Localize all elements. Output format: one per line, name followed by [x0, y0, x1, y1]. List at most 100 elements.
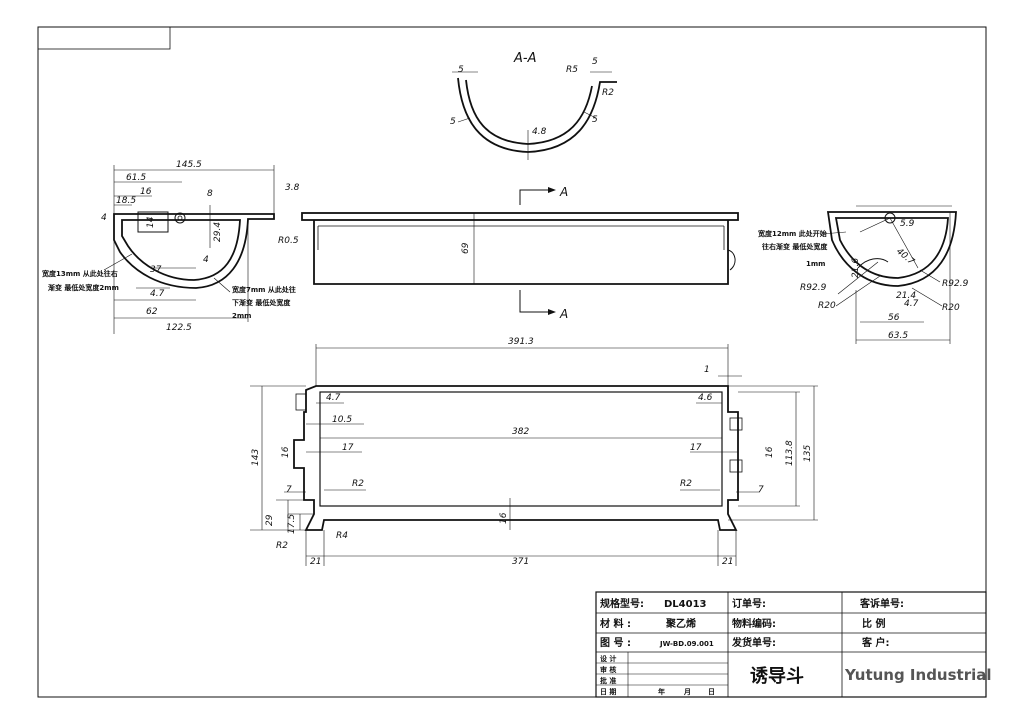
- dim-top-r2-right: R2: [680, 479, 692, 489]
- dim-rside-40-7: 40.7: [894, 247, 916, 268]
- dim-rside-r92-9-left: R92.9: [800, 283, 827, 293]
- top-inner-cavity: [319, 391, 723, 507]
- dim-rside-r20-left: R20: [818, 301, 836, 311]
- dim-side-18-5: 18.5: [116, 196, 136, 206]
- left-side-inner-profile: [121, 219, 241, 281]
- top-outer-outline: [293, 385, 739, 531]
- dim-side-122-5: 122.5: [166, 323, 192, 333]
- dim-top-29: 29: [265, 514, 275, 526]
- dim-top-135: 135: [803, 445, 813, 462]
- dim-aa-right-wall: 5: [592, 115, 598, 125]
- dim-side-8: 8: [207, 189, 213, 199]
- left-side-outer-profile: [113, 213, 275, 289]
- dim-side-r0-5: R0.5: [278, 236, 299, 246]
- note-left-2: 渐变 最低处宽度2mm: [48, 283, 119, 292]
- corner-label-box: [37, 26, 171, 50]
- section-mark-bottom: A: [559, 307, 568, 321]
- side-view-right: 5.9 40.7 21.6 R92.9 R20 21.4 4.7 R92.9 R…: [757, 205, 969, 344]
- note-right-1: 宽度12mm 此处开始: [757, 229, 827, 238]
- dim-front-height: 69: [461, 242, 471, 254]
- right-side-outer-profile: [826, 211, 957, 287]
- section-title: A-A: [513, 51, 536, 66]
- dim-aa-r5: R5: [566, 65, 578, 75]
- dim-side-16: 16: [140, 187, 152, 197]
- dim-top-r4: R4: [336, 531, 348, 541]
- dim-top-21-right: 21: [722, 557, 733, 567]
- section-view-aa: A-A 5 R5 5 R2 5 4.8 5: [450, 51, 617, 160]
- dim-side-4-top: 4: [101, 213, 107, 223]
- tb-year-label: 年: [658, 687, 665, 696]
- dim-top-17-right: 17: [690, 443, 702, 453]
- dim-top-382: 382: [512, 427, 529, 437]
- tb-day-label: 日: [708, 688, 715, 696]
- front-rim: [301, 212, 739, 221]
- dim-rside-21-6: 21.6: [851, 258, 861, 278]
- dim-top-17-left: 17: [342, 443, 354, 453]
- dim-rside-63-5: 63.5: [888, 331, 908, 341]
- tb-model-value: DL4013: [664, 599, 707, 610]
- dim-top-16-left: 16: [281, 446, 291, 458]
- dim-side-4-7: 4.7: [150, 289, 165, 299]
- dim-rside-r20-right: R20: [942, 303, 960, 313]
- note-right-2: 往右渐变 最低处宽度: [762, 242, 828, 251]
- dim-side-29-4: 29.4: [213, 222, 223, 242]
- dim-rside-56: 56: [888, 313, 900, 323]
- side-view-left: 145.5 61.5 16 18.5 8 3.8 4 14 29.4 R0.5 …: [41, 160, 300, 334]
- dim-side-61-5: 61.5: [126, 173, 146, 183]
- dim-top-4-7: 4.7: [326, 393, 341, 403]
- tb-complaint-label: 客诉单号:: [859, 597, 904, 610]
- dim-top-21-left: 21: [310, 557, 321, 567]
- dim-side-37: 37: [150, 265, 162, 275]
- title-block: 规格型号: DL4013 订单号: 客诉单号: 材 料 : 聚乙烯 物料编码: …: [595, 591, 992, 698]
- dim-aa-bottom: 4.8: [532, 127, 547, 137]
- note-left-4: 下渐变 最低处宽度: [232, 298, 291, 307]
- dim-rside-21-4: 21.4: [896, 291, 916, 301]
- tb-material-code-label: 物料编码:: [732, 617, 776, 630]
- tb-customer-label: 客 户:: [861, 636, 889, 649]
- dim-top-143: 143: [251, 449, 261, 466]
- note-left-1: 宽度13mm 从此处往右: [41, 269, 118, 278]
- tb-review-label: 审 核: [600, 665, 616, 674]
- tb-date-label: 日 期: [600, 687, 616, 696]
- tb-model-label: 规格型号:: [600, 597, 644, 610]
- tb-design-label: 设 计: [600, 654, 616, 663]
- note-right-1mm: 1mm: [806, 260, 825, 268]
- top-view: 391.3 1 4.7 4.6 10.5 382 17 17 16 16 113…: [250, 337, 818, 567]
- dim-top-r2-bottom: R2: [276, 541, 288, 551]
- dim-rside-r92-9-right: R92.9: [942, 279, 969, 289]
- tb-scale-label: 比 例: [862, 617, 885, 630]
- front-view: 69 A A: [301, 185, 739, 321]
- dim-top-391-3: 391.3: [508, 337, 534, 347]
- dim-side-4-mid: 4: [203, 255, 209, 265]
- section-mark-top: A: [559, 185, 568, 199]
- dim-top-r2-left: R2: [352, 479, 364, 489]
- tb-material-label: 材 料 :: [600, 617, 631, 630]
- pivot-hole: [174, 212, 186, 224]
- note-left-3: 宽度7mm 从此处往: [231, 285, 296, 294]
- dim-aa-left-wall: 5: [450, 117, 456, 127]
- note-left-5: 2mm: [232, 312, 251, 320]
- tb-month-label: 月: [683, 688, 691, 696]
- dim-aa-r2: R2: [602, 88, 614, 98]
- dim-side-14: 14: [146, 216, 156, 228]
- dim-top-371: 371: [512, 557, 529, 567]
- tb-company: Yutung Industrial: [844, 666, 992, 684]
- tb-drawing-no-value: JW-BD.09.001: [659, 640, 714, 648]
- dim-side-3-8: 3.8: [285, 183, 300, 193]
- tb-order-label: 订单号:: [732, 597, 766, 610]
- dim-aa-lip: 5: [592, 57, 598, 67]
- tb-shipping-label: 发货单号:: [731, 636, 776, 649]
- right-pivot-hole: [884, 212, 896, 224]
- dim-rside-5-9: 5.9: [900, 219, 915, 229]
- section-inner-profile: [465, 79, 593, 145]
- tb-drawing-no-label: 图 号 :: [600, 637, 631, 649]
- tb-part-name: 诱导斗: [750, 666, 804, 687]
- tb-material-value: 聚乙烯: [665, 617, 696, 630]
- front-body: [313, 220, 729, 285]
- right-side-inner-profile: [834, 217, 949, 279]
- drawing-frame: [37, 26, 987, 698]
- dim-rside-4-7: 4.7: [904, 299, 919, 309]
- dim-side-145-5: 145.5: [176, 160, 202, 170]
- dim-top-7-left: 7: [286, 485, 292, 495]
